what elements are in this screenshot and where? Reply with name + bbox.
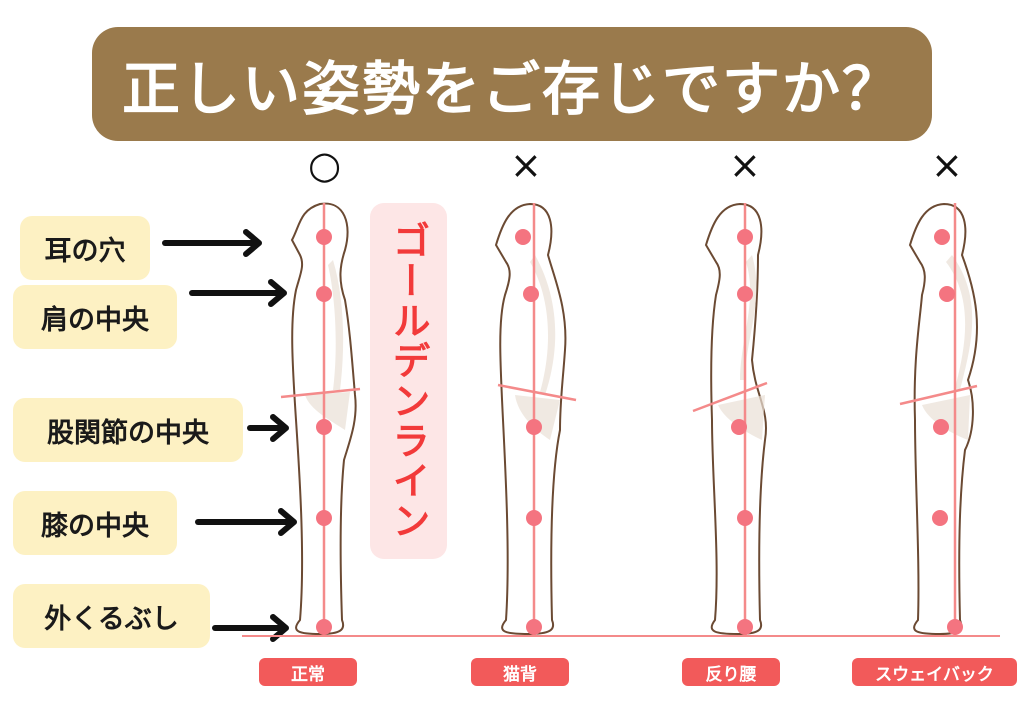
label-ear-hole: 耳の穴	[20, 216, 150, 280]
label-text: 外くるぶし	[44, 603, 179, 635]
tag-swayback: スウェイバック	[852, 658, 1017, 686]
tag-normal: 正常	[259, 658, 357, 686]
label-outer-ankle: 外くるぶし	[13, 584, 210, 648]
label-knee-center: 膝の中央	[13, 491, 177, 555]
cross-wrong-icon: ×	[510, 143, 542, 187]
figure-kyphosis	[494, 202, 577, 636]
label-text: 膝の中央	[41, 510, 149, 542]
cross-wrong-icon: ×	[729, 143, 761, 187]
tag-kyphosis: 猫背	[471, 658, 569, 686]
page-title: 正しい姿勢をご存じですか？	[121, 55, 902, 123]
golden-line-badge: ゴールデンライン	[370, 203, 447, 559]
label-text: 股関節の中央	[47, 417, 209, 449]
figure-lordosis	[692, 202, 768, 636]
label-hip-joint-center: 股関節の中央	[13, 398, 243, 462]
golden-line-text: ゴールデンライン	[386, 221, 430, 541]
title-banner: 正しい姿勢をご存じですか？	[92, 27, 932, 141]
arrow-icons	[162, 229, 297, 642]
label-shoulder-center: 肩の中央	[13, 285, 177, 349]
cross-wrong-icon: ×	[931, 143, 963, 187]
label-text: 肩の中央	[41, 304, 149, 336]
figure-swayback	[899, 202, 978, 636]
label-text: 耳の穴	[44, 235, 126, 267]
figure-normal	[280, 202, 361, 636]
tag-lordosis: 反り腰	[682, 658, 780, 686]
circle-correct-icon: ○	[308, 143, 342, 187]
